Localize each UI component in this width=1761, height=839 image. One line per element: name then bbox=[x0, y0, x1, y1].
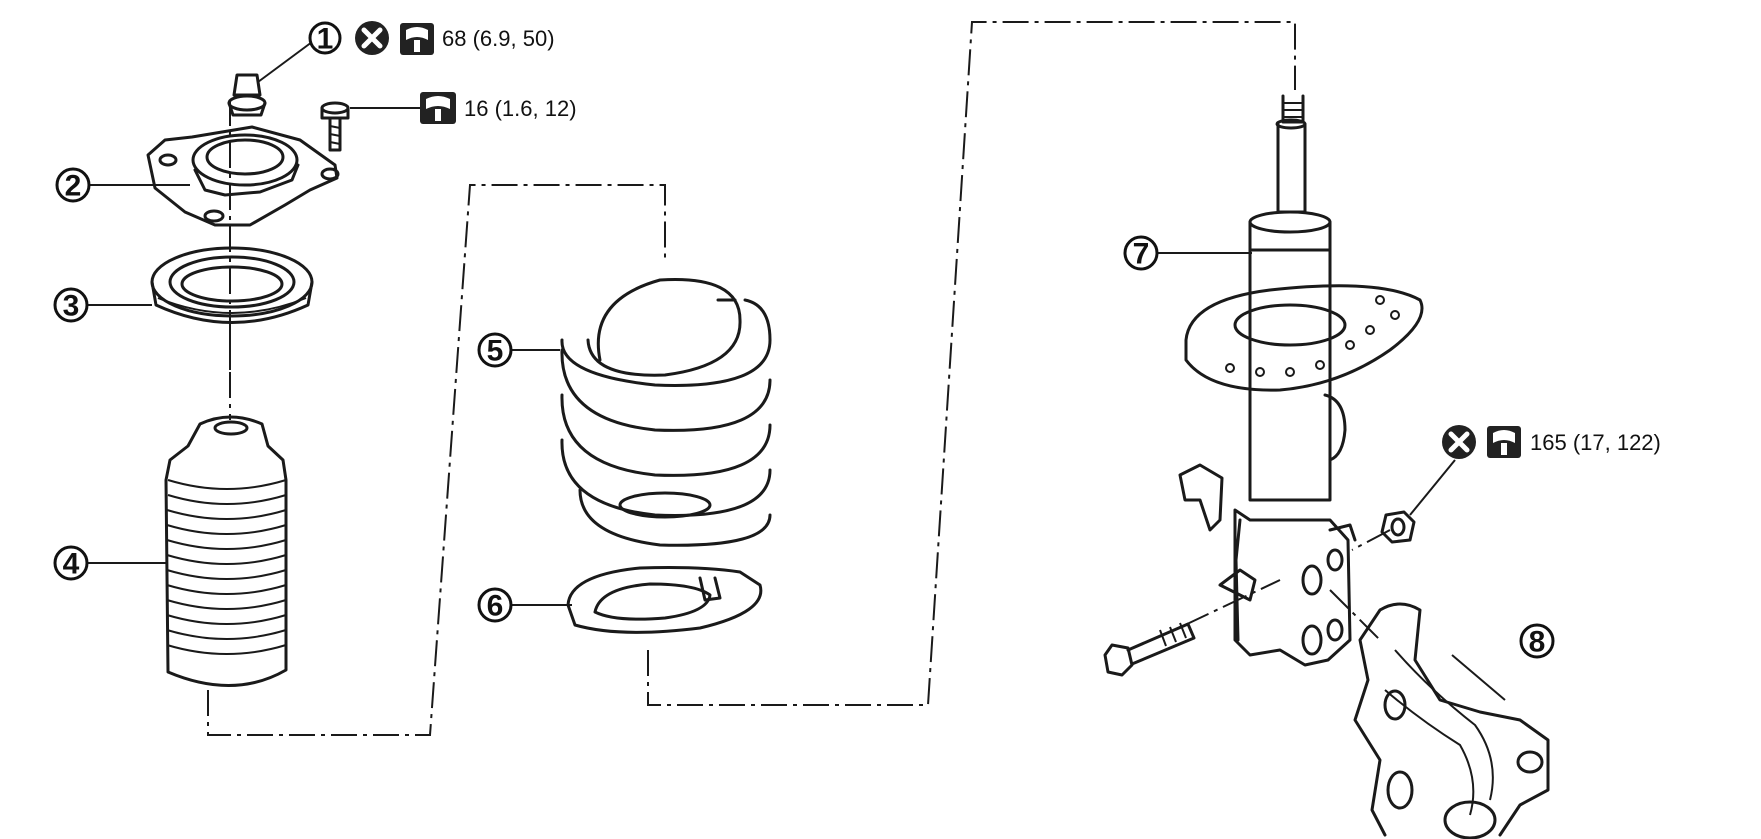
assembly-line-bolt-to-strut bbox=[1184, 579, 1281, 626]
callout-5-number: 5 bbox=[487, 335, 504, 368]
callout-4: 4 bbox=[53, 545, 89, 581]
strut-clevis-bolt bbox=[1103, 622, 1196, 677]
strut-assembly bbox=[1178, 94, 1424, 667]
strut-bearing bbox=[150, 246, 314, 324]
strut-boot bbox=[164, 415, 288, 687]
torque-spec-2: 16 (1.6, 12) bbox=[420, 92, 577, 124]
steering-knuckle bbox=[1353, 602, 1550, 839]
assembly-line-strut-to-knuckle bbox=[1329, 589, 1381, 641]
strut-mount-nut bbox=[227, 73, 267, 117]
leader-lines bbox=[86, 41, 1506, 701]
torque-spec-2-text: 16 (1.6, 12) bbox=[464, 96, 577, 121]
callout-2: 2 bbox=[55, 167, 91, 203]
strut-mount bbox=[146, 125, 340, 227]
assembly-line-boot-to-spring bbox=[207, 184, 666, 736]
callout-3-number: 3 bbox=[63, 290, 80, 323]
torque-spec-1: 68 (6.9, 50) bbox=[355, 21, 555, 55]
coil-spring bbox=[560, 278, 772, 547]
callout-7: 7 bbox=[1123, 235, 1159, 271]
torque-wrench-icon bbox=[1487, 426, 1521, 458]
do-not-reuse-icon bbox=[1442, 425, 1476, 459]
callout-3: 3 bbox=[53, 287, 89, 323]
torque-wrench-icon bbox=[420, 92, 456, 124]
strut-clevis-nut bbox=[1380, 510, 1416, 544]
torque-wrench-icon bbox=[400, 23, 434, 55]
do-not-reuse-icon bbox=[355, 21, 389, 55]
callout-6: 6 bbox=[477, 587, 513, 623]
callout-8: 8 bbox=[1519, 623, 1555, 659]
callout-1-number: 1 bbox=[317, 23, 334, 56]
torque-spec-1-text: 68 (6.9, 50) bbox=[442, 26, 555, 51]
assembly-line-seat-to-strut bbox=[647, 21, 1296, 706]
assembly-lines bbox=[207, 21, 1391, 736]
callout-6-number: 6 bbox=[487, 590, 504, 623]
callout-7-number: 7 bbox=[1133, 238, 1150, 271]
callout-8-number: 8 bbox=[1529, 626, 1546, 659]
callout-4-number: 4 bbox=[63, 548, 80, 581]
callout-2-number: 2 bbox=[65, 170, 82, 203]
strut-mount-bolt bbox=[320, 101, 350, 152]
torque-spec-3-text: 165 (17, 122) bbox=[1530, 430, 1661, 455]
torque-spec-3: 165 (17, 122) bbox=[1442, 425, 1661, 459]
callout-5: 5 bbox=[477, 332, 513, 368]
callout-1: 1 bbox=[308, 21, 342, 56]
spring-seat bbox=[566, 566, 763, 634]
